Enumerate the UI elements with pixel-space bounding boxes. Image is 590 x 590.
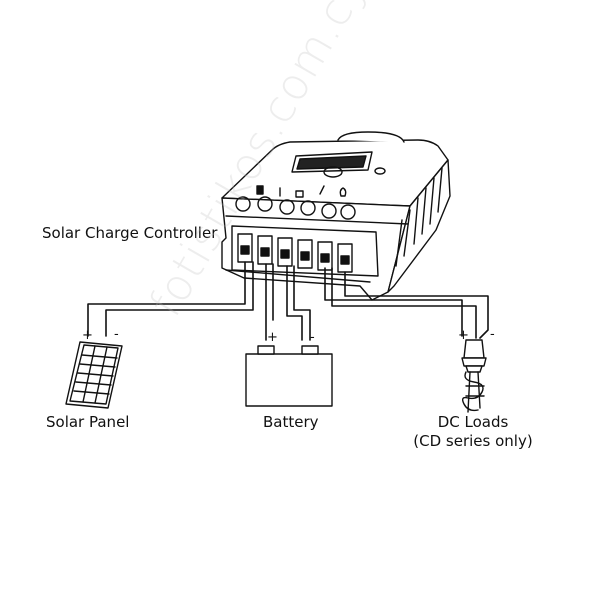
battery-minus-sign: - <box>310 330 315 345</box>
solar-minus-sign: - <box>114 327 119 342</box>
solar-plus-sign: + <box>82 328 93 343</box>
load-plus-sign: + <box>458 328 469 343</box>
controller-label: Solar Charge Controller <box>42 224 218 242</box>
charge-controller-icon <box>221 131 451 301</box>
battery-plus-sign: + <box>267 330 278 345</box>
dc-loads-note: (CD series only) <box>413 432 533 450</box>
wires <box>87 261 489 341</box>
dc-loads-label: DC Loads <box>437 413 509 431</box>
solar-panel-icon <box>65 341 123 409</box>
load-minus-sign: - <box>490 327 495 342</box>
solar-panel-label: Solar Panel <box>46 413 130 431</box>
battery-icon <box>245 345 333 407</box>
cfl-bulb-icon <box>461 339 487 413</box>
battery-label: Battery <box>263 413 319 431</box>
